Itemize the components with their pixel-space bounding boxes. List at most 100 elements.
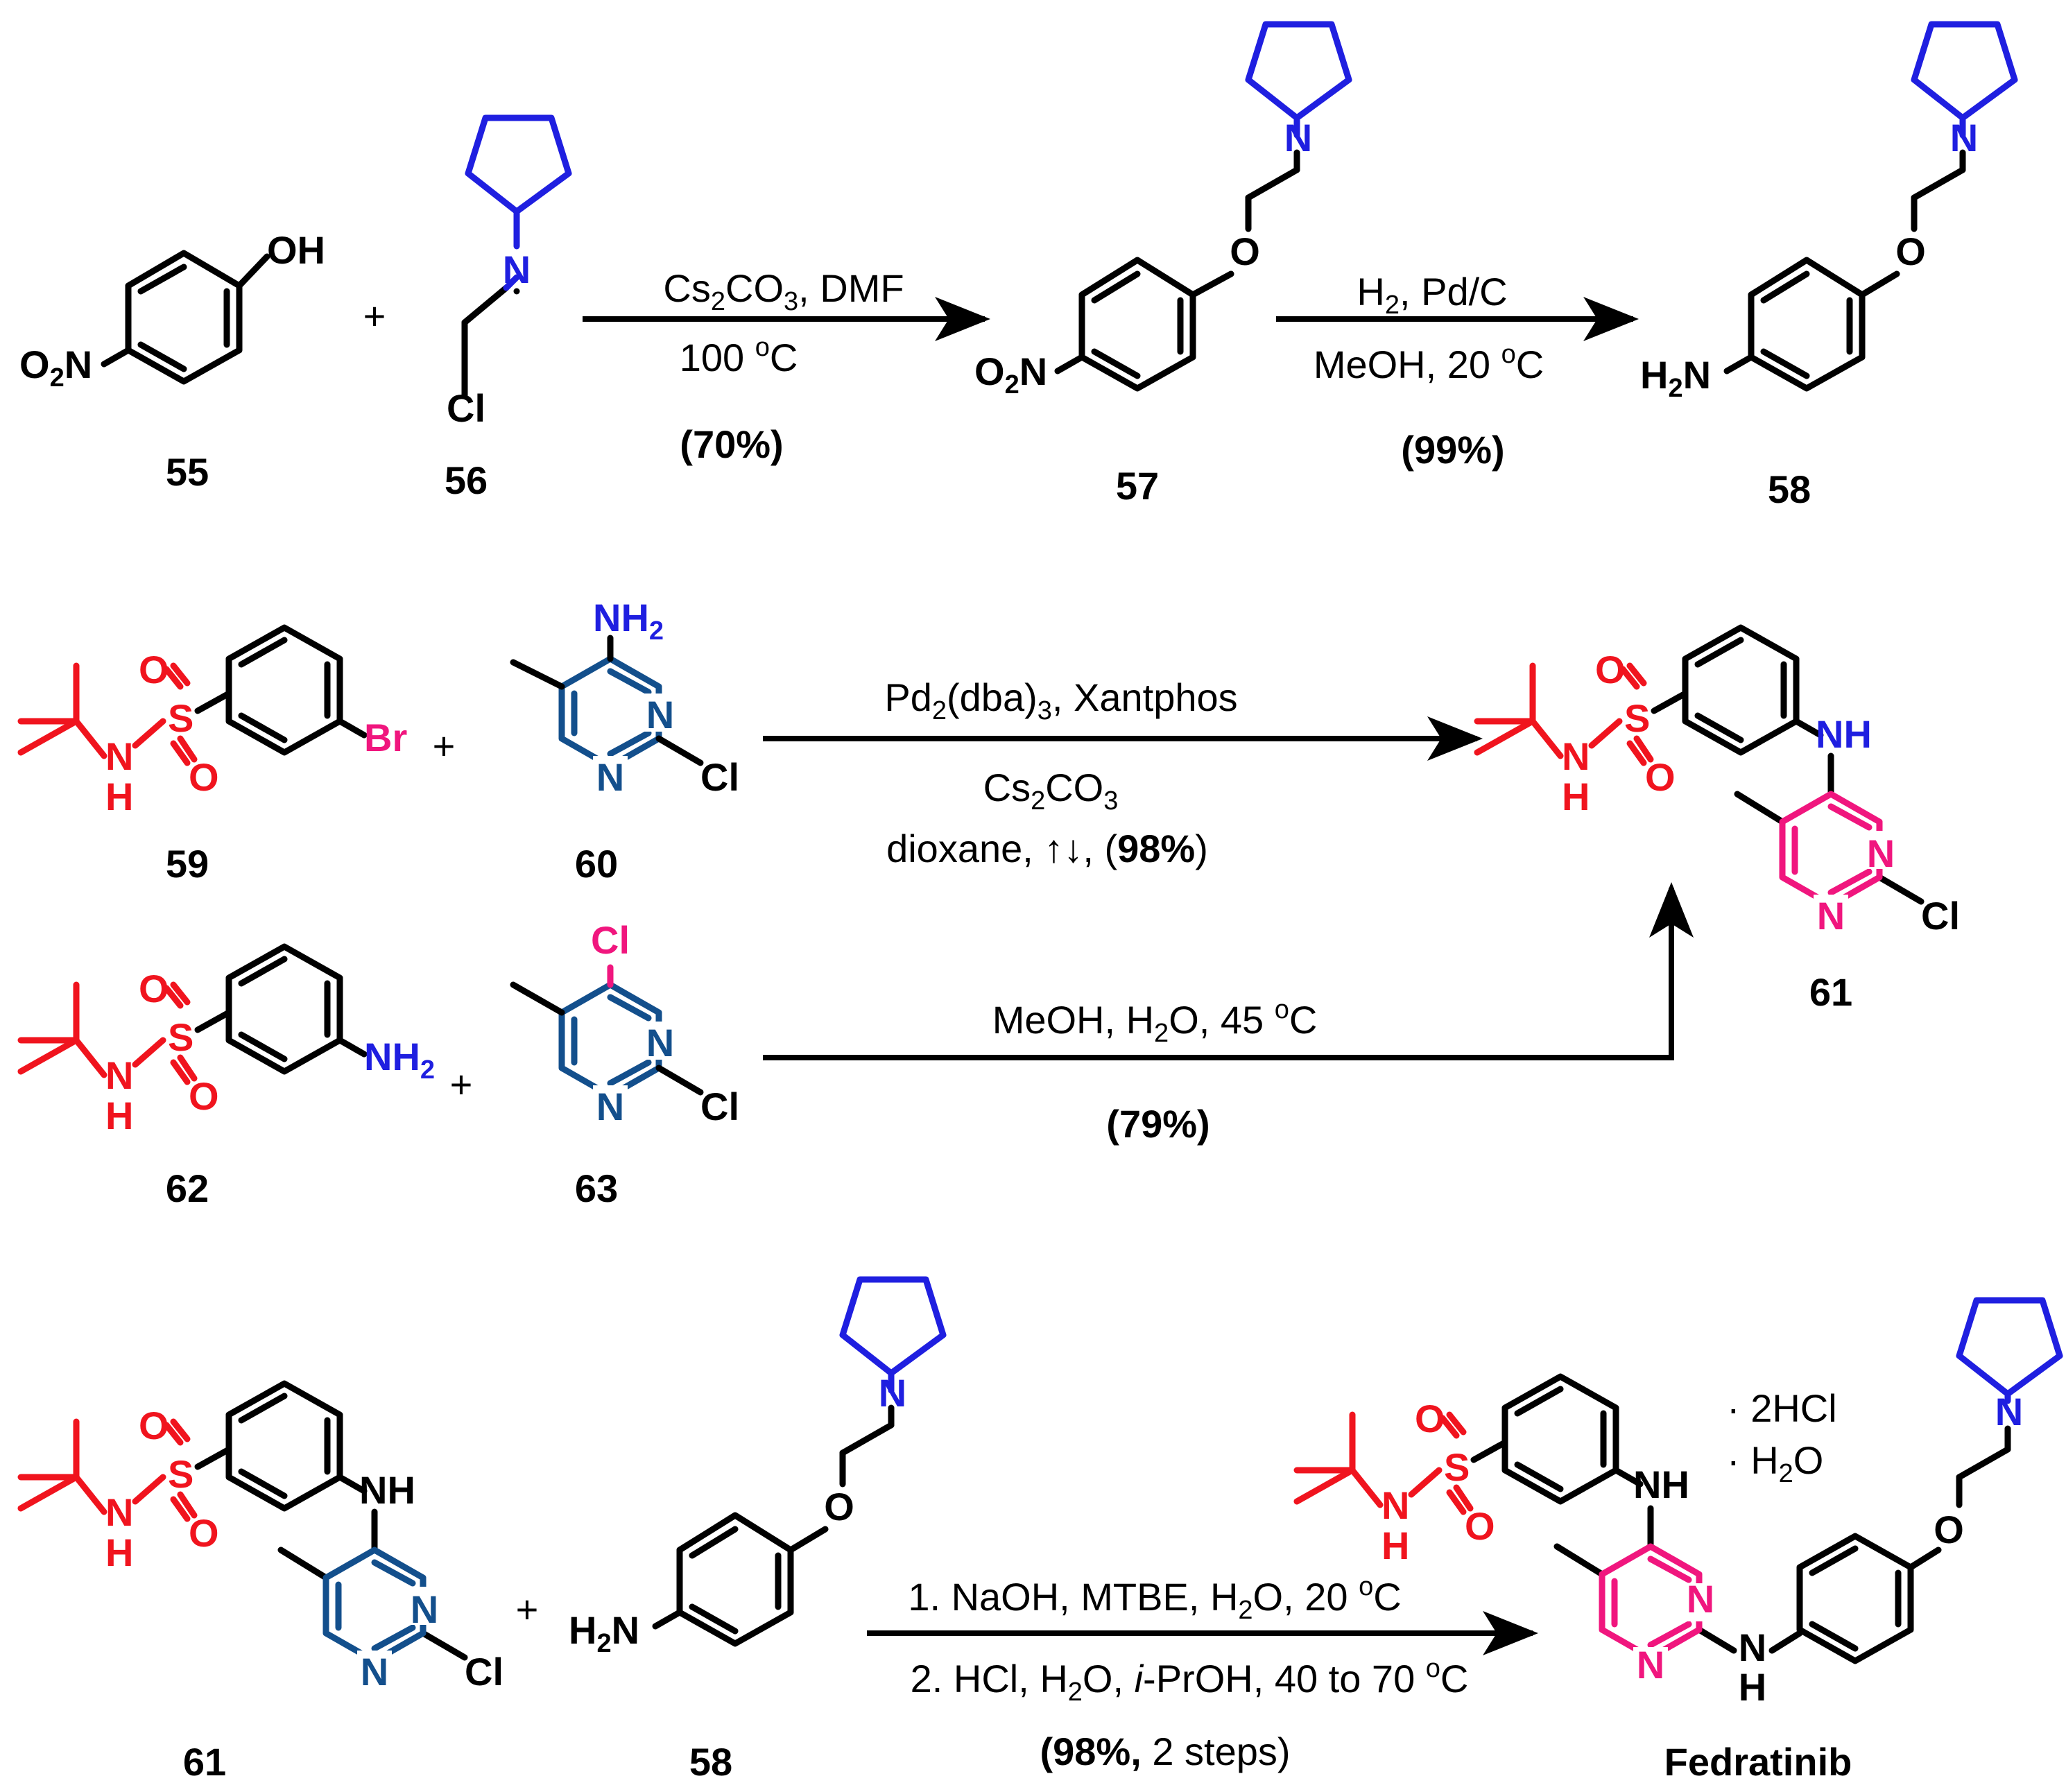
compound-61-top: O S O N H NH N N Cl 61 (1474, 624, 1960, 1014)
n-label: N (503, 248, 531, 291)
n-label: N (105, 1053, 133, 1097)
compound-63: Cl N N Cl 63 (510, 918, 739, 1210)
compound-60: NH2 N N Cl 60 (510, 596, 739, 886)
o-label: O (189, 1074, 219, 1118)
o-label: O (139, 648, 169, 691)
conditions-line2: 100 oC (680, 333, 798, 379)
h-label: H (1562, 775, 1590, 818)
cl-label: Cl (447, 386, 485, 430)
n-label: N (1950, 116, 1978, 160)
hydrate-label: · H2O (1727, 1438, 1823, 1488)
conditions-line1: Cs2CO3, DMF (663, 266, 904, 316)
n-label: N (1284, 116, 1312, 160)
h-label: H (1381, 1524, 1409, 1567)
reaction-arrow-4: MeOH, H2O, 45 oC (79%) (763, 882, 1694, 1146)
plus-sign: + (363, 294, 386, 338)
salt-label: · 2HCl (1727, 1386, 1837, 1430)
compound-number: 55 (166, 450, 209, 494)
compound-58-top: N O H2N 58 (1640, 21, 2018, 511)
compound-58-bottom: N O H2N 58 (569, 1276, 947, 1784)
conditions-line1: H2, Pd/C (1357, 270, 1507, 320)
o-label: O (139, 1404, 169, 1447)
conditions-line2: MeOH, 20 oC (1314, 340, 1544, 386)
cl-label: Cl (700, 1085, 739, 1128)
s-label: S (168, 1015, 193, 1059)
h-label: H (105, 775, 133, 818)
o-label: O (189, 1511, 219, 1555)
o-label: O (824, 1485, 854, 1528)
compound-number: 60 (575, 842, 618, 886)
conditions-line3: (98%, 2 steps) (1040, 1730, 1290, 1773)
h-label: H (105, 1531, 133, 1574)
no2-label: O2N (19, 343, 92, 393)
n-label: N (1637, 1643, 1664, 1687)
compound-number: 58 (689, 1740, 732, 1784)
h-label: H (105, 1094, 133, 1137)
compound-57: N O O2N 57 (974, 21, 1352, 508)
n-label: N (1562, 734, 1590, 778)
n-label: N (646, 1021, 674, 1065)
compound-number: 57 (1116, 464, 1159, 508)
compound-number: 61 (183, 1740, 226, 1784)
yield: (79%) (1106, 1102, 1210, 1146)
nh-label: NH (359, 1468, 415, 1512)
plus-sign: + (433, 724, 456, 768)
nh2-label: NH2 (593, 596, 664, 646)
reaction-arrow-3: Pd2(dba)3, Xantphos Cs2CO3 dioxane, ↑↓, … (763, 675, 1483, 870)
cl-label: Cl (591, 918, 630, 962)
compound-62: O S O N H NH2 62 (17, 943, 435, 1210)
o-label: O (1415, 1397, 1445, 1440)
cl-label: Cl (700, 755, 739, 799)
cl-label: Cl (1921, 894, 1960, 938)
n-label: N (646, 693, 674, 736)
plus-sign: + (516, 1587, 539, 1631)
oh-label: OH (267, 228, 325, 272)
compound-number: 58 (1768, 467, 1811, 511)
n-label: N (879, 1371, 906, 1415)
s-label: S (168, 696, 193, 740)
s-label: S (168, 1452, 193, 1496)
conditions-line2: Cs2CO3 (983, 766, 1119, 816)
compound-55: OH O2N 55 (19, 228, 325, 494)
reaction-arrow-1: Cs2CO3, DMF 100 oC (70%) (583, 266, 990, 466)
conditions-line1: MeOH, H2O, 45 oC (992, 995, 1318, 1048)
n-label: N (1867, 832, 1895, 875)
o-label: O (1465, 1504, 1495, 1548)
nh-label: NH (1633, 1463, 1689, 1506)
conditions-line2: 2. HCl, H2O, i-PrOH, 40 to 70 oC (911, 1654, 1469, 1707)
n-label: N (1995, 1390, 2023, 1433)
compound-number: 63 (575, 1166, 618, 1210)
s-label: S (1444, 1445, 1470, 1489)
yield: (99%) (1401, 428, 1504, 472)
n-label: N (596, 755, 624, 799)
compound-number: 56 (445, 458, 488, 502)
reaction-arrow-2: H2, Pd/C MeOH, 20 oC (99%) (1276, 270, 1639, 472)
o-label: O (1895, 230, 1926, 273)
h-label: H (1739, 1665, 1766, 1709)
conditions-line1: 1. NaOH, MTBE, H2O, 20 oC (908, 1572, 1401, 1625)
compound-56: N Cl 56 (445, 114, 572, 502)
compound-61-bottom: O S O N H NH N N Cl 61 (17, 1380, 503, 1784)
s-label: S (1624, 696, 1650, 740)
n-label: N (1817, 894, 1845, 938)
nh2-label: H2N (569, 1608, 639, 1658)
cl-label: Cl (465, 1650, 503, 1694)
o-label: O (1645, 755, 1676, 799)
compound-fedratinib: O S O N H NH N N N H O N · 2HCl · H2O Fe… (1293, 1297, 2063, 1784)
nh2-label: NH2 (364, 1035, 435, 1085)
yield: (70%) (680, 422, 783, 466)
compound-name: Fedratinib (1664, 1740, 1852, 1784)
o-label: O (189, 755, 219, 799)
br-label: Br (364, 716, 407, 759)
compound-number: 61 (1809, 970, 1852, 1014)
nh-label: NH (1816, 712, 1872, 756)
nh2-label: H2N (1640, 353, 1711, 403)
o-label: O (1934, 1508, 1964, 1551)
n-label: N (1381, 1483, 1409, 1527)
conditions-line1: Pd2(dba)3, Xantphos (884, 675, 1237, 725)
n-label: N (596, 1085, 624, 1128)
n-label: N (411, 1587, 438, 1631)
plus-sign: + (450, 1062, 473, 1106)
compound-number: 59 (166, 842, 209, 886)
